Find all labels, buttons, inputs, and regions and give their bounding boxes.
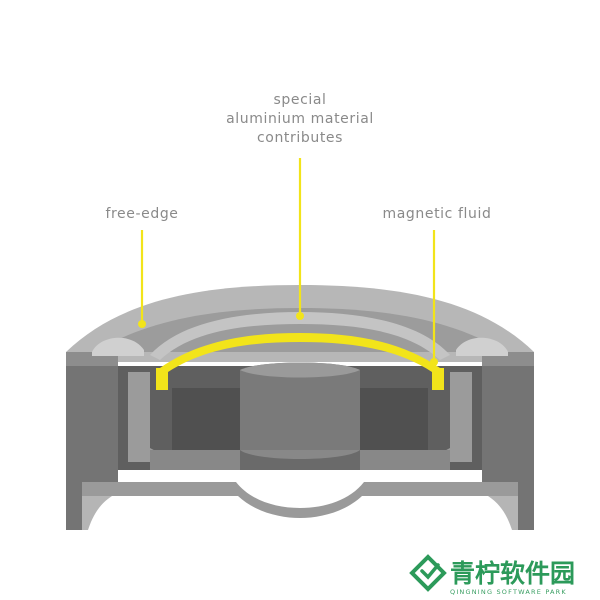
housing-bottom-plate [82, 482, 518, 518]
pole-piece [240, 362, 360, 450]
watermark-text-cn: 青柠软件园 [450, 559, 575, 588]
leader-free-edge-dot [138, 320, 146, 328]
label-special-line-3: contributes [257, 130, 343, 146]
housing-left-leg [82, 496, 112, 530]
magnetic-fluid-highlight [156, 333, 444, 390]
magnet-assembly [118, 362, 482, 470]
housing-left-body [66, 366, 118, 530]
coil-former-left [128, 372, 165, 462]
watermark-text-en: QINGNING SOFTWARE PARK [450, 588, 567, 596]
label-magnetic-fluid: magnetic fluid [383, 206, 492, 222]
magnetic-fluid-ring [160, 333, 440, 390]
pole-bore [240, 450, 360, 470]
watermark-logo-icon [409, 554, 447, 592]
surround-right [456, 337, 508, 356]
diaphragm-dome [150, 312, 450, 360]
watermark: 青柠软件园 QINGNING SOFTWARE PARK [409, 554, 575, 596]
annotation-leaders [138, 158, 438, 366]
surround-left [92, 337, 144, 356]
aluminium-diaphragm [150, 312, 450, 360]
magnet-right [360, 388, 428, 450]
label-free-edge: free-edge [105, 206, 178, 222]
label-special-line-2: aluminium material [226, 111, 374, 127]
magnet-left [172, 388, 240, 450]
rim-inner-edge [95, 308, 505, 352]
coil-former-right [435, 372, 472, 462]
fluid-right-block [432, 368, 444, 390]
fluid-left-block [156, 368, 168, 390]
housing-right-leg [488, 496, 518, 530]
leader-special-dot [296, 312, 304, 320]
leader-magnetic-fluid-dot [430, 358, 438, 366]
annotation-labels: special aluminium material contributes f… [105, 92, 492, 222]
housing-right-body [482, 366, 534, 530]
pole-piece-top [240, 362, 360, 378]
label-special-line-1: special [273, 92, 326, 108]
free-edge-surround [92, 337, 508, 356]
